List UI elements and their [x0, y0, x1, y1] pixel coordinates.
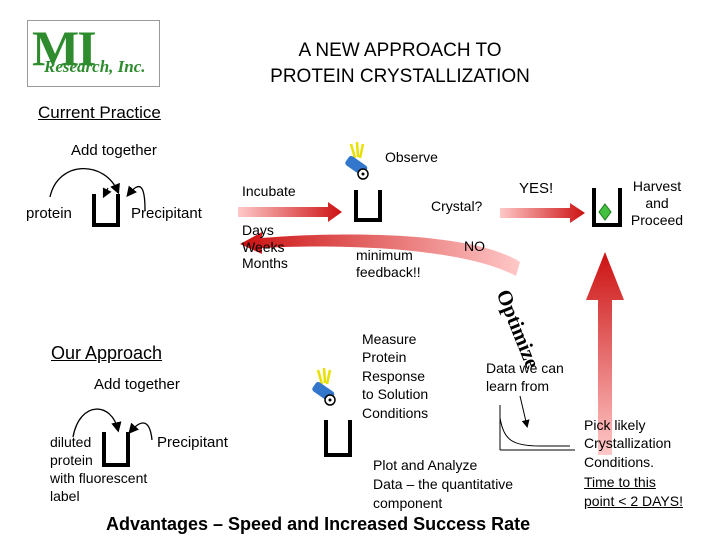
approach-add-together-label: Add together — [94, 376, 180, 393]
no-label: NO — [464, 238, 485, 254]
well-icon-harvest — [592, 188, 622, 227]
precipitant-label-current: Precipitant — [131, 205, 202, 222]
crystal-icon — [598, 203, 612, 221]
incubation-durations: Days Weeks Months — [242, 222, 288, 272]
plot-analyze-label: Plot and Analyze Data – the quantitative… — [373, 457, 514, 511]
yes-label: YES! — [519, 180, 554, 197]
logo-mark: MI — [32, 20, 97, 76]
incubate-label: Incubate — [242, 183, 296, 199]
proceed-up-arrow — [586, 252, 624, 455]
well-icon-current-observe — [354, 190, 382, 222]
magnifier-icon-bottom — [312, 367, 336, 406]
magnifier-icon-top — [345, 141, 369, 180]
page-title: A NEW APPROACH TO PROTEIN CRYSTALLIZATIO… — [270, 40, 530, 87]
precipitant-label-approach: Precipitant — [157, 434, 228, 451]
current-add-together-label: Add together — [71, 142, 157, 159]
time-note-line2: point < 2 DAYS! — [584, 493, 683, 509]
pick-conditions-label: Pick likely Crystallization Conditions. — [584, 417, 672, 470]
diluted-protein-label: diluted protein with fluorescent label — [50, 434, 148, 504]
yes-arrow — [500, 203, 585, 223]
harvest-label: Harvest and Proceed — [630, 178, 684, 228]
company-logo: MI Research, Inc. — [27, 20, 160, 87]
data-plot — [499, 395, 575, 451]
well-icon-current-mix — [92, 194, 120, 227]
feedback-note: minimum feedback!! — [356, 247, 421, 280]
logo-company: Research, Inc. — [44, 57, 146, 76]
crystal-question: Crystal? — [431, 198, 483, 214]
mixing-arcs-approach — [72, 408, 153, 441]
optimize-feedback-arrow — [240, 232, 520, 276]
incubate-arrow — [238, 202, 342, 222]
current-practice-heading: Current Practice — [38, 103, 161, 122]
learn-data-label: Data we can learn from — [486, 360, 564, 395]
measure-response-label: Measure Protein Response to Solution Con… — [362, 331, 429, 421]
protein-label: protein — [26, 205, 72, 222]
observe-label: Observe — [385, 149, 438, 165]
well-icon-approach-measure — [324, 420, 352, 457]
advantages-footer: Advantages – Speed and Increased Success… — [106, 514, 531, 534]
well-icon-approach-mix — [102, 432, 130, 467]
time-note-line1: Time to this — [584, 474, 656, 490]
mixing-arcs-current — [49, 168, 146, 211]
our-approach-heading: Our Approach — [51, 343, 163, 363]
